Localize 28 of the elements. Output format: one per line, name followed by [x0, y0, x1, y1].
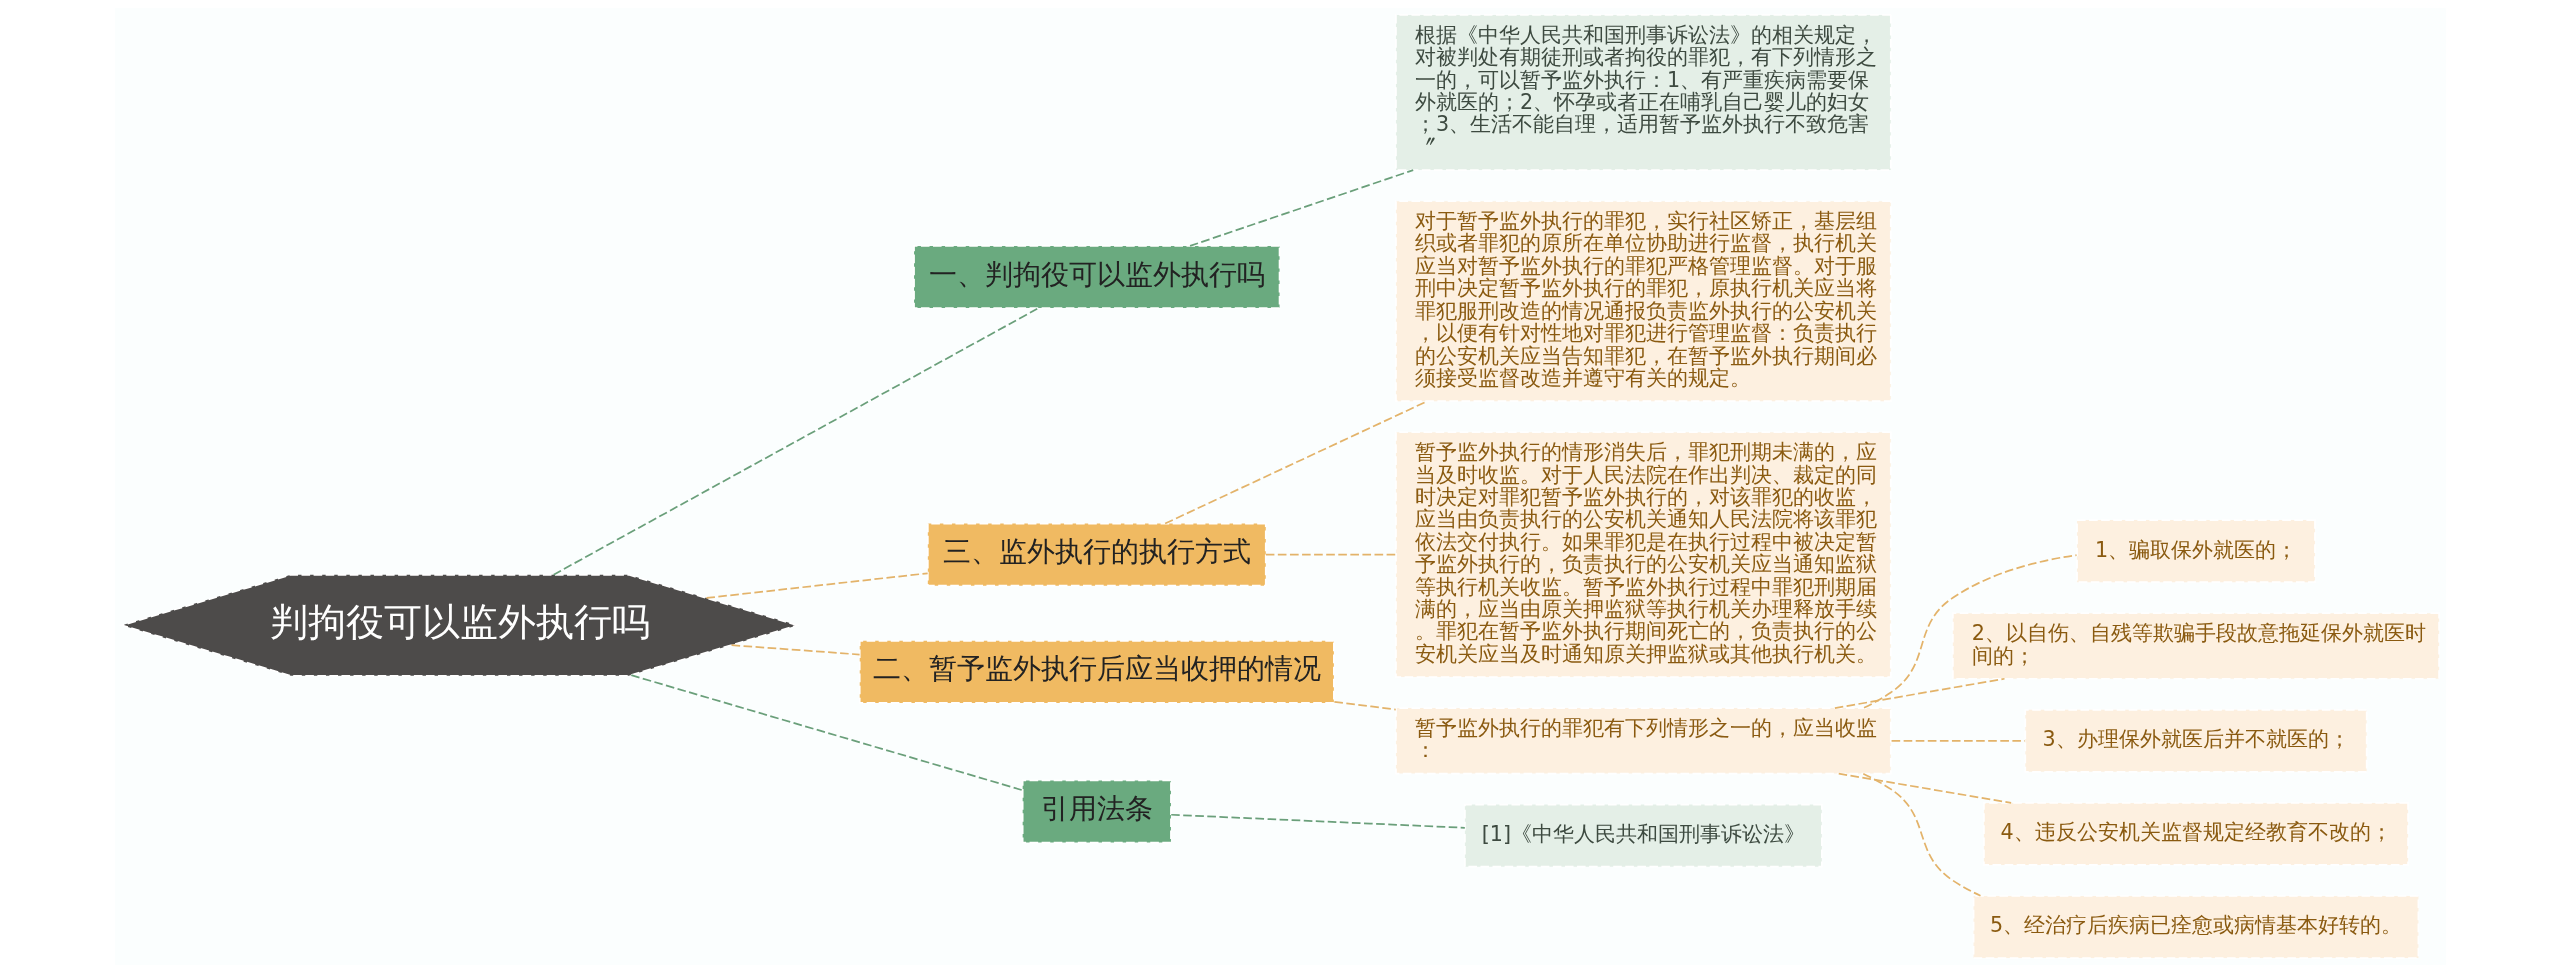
node-box: 对于暂予监外执行的罪犯，实行社区矫正，基层组织或者罪犯的原所在单位协助进行监督，执行机关应当对暂予监外执行的罪犯严格管理监督。对于服刑中决定暂予监外执行的罪犯，原执行机关应当将罪犯服刑改造的情况通报负责监外执行的公安机关，以便有针对性地对罪犯进行管理监督：负责执行的公安机关应当告知罪犯，在暂予监外执行期间必须接受监督改造并遵守有关的规定。 — [1394, 200, 1892, 402]
node-box: 暂予监外执行的罪犯有下列情形之一的，应当收监： — [1394, 707, 1892, 775]
node-box: 暂予监外执行的情形消失后，罪犯刑期未满的，应当及时收监。对于人民法院在作出判决、裁定的同时决定对罪犯暂予监外执行的，对该罪犯的收监，应当由负责执行的公安机关通知人民法院将该罪犯依法交付执行。如果罪犯是在执行过程中被决定暂予监外执行的，负责执行的公安机关应当通知监狱等执行机关收监。暂予监外执行过程中罪犯刑期届满的，应当由原关押监狱等执行机关办理释放手续。罪犯在暂予监外执行期间死亡的，负责执行的公安机关应当及时通知原关押监狱或其他执行机关。 — [1394, 431, 1892, 678]
node-box: 二、暂予监外执行后应当收押的情况 — [858, 639, 1335, 704]
connector — [730, 644, 860, 656]
connector — [1837, 772, 2012, 804]
connector — [1833, 677, 2005, 709]
connector — [1163, 400, 1428, 525]
connector — [1264, 553, 1397, 556]
connector — [1890, 739, 2026, 742]
connector — [1861, 772, 1981, 897]
connector — [1862, 554, 2077, 709]
node-box: 引用法条 — [1021, 779, 1172, 844]
node-box: 4、违反公安机关监督规定经教育不改的； — [1982, 802, 2409, 866]
connector — [1188, 169, 1414, 247]
node-box: 3、办理保外就医后并不就医的； — [2023, 708, 2368, 773]
node-box: 一、判拘役可以监外执行吗 — [912, 245, 1280, 309]
node-box: 2、以自伤、自残等欺骗手段故意拖延保外就医时间的； — [1951, 612, 2440, 680]
node-box: [1]《中华人民共和国刑事诉讼法》 — [1463, 803, 1823, 868]
connector — [705, 572, 929, 599]
node-box: 三、监外执行的执行方式 — [926, 522, 1267, 587]
connector — [629, 674, 1023, 791]
node-box: 根据《中华人民共和国刑事诉讼法》的相关规定，对被判处有期徒刑或者拘役的罪犯，有下列情形之一的，可以暂予监外执行：1、有严重疾病需要保外就医的；2、怀孕或者正在哺乳自己婴儿的妇女；3、生活不能自理，适用暂予监外执行不致危害〞 — [1394, 14, 1892, 171]
connector — [552, 307, 1039, 576]
connector — [1333, 700, 1397, 711]
node-box: 1、骗取保外就医的； — [2075, 519, 2316, 584]
node-box: 5、经治疗后疾病已痊愈或病情基本好转的。 — [1972, 895, 2419, 959]
connector — [1169, 813, 1466, 829]
